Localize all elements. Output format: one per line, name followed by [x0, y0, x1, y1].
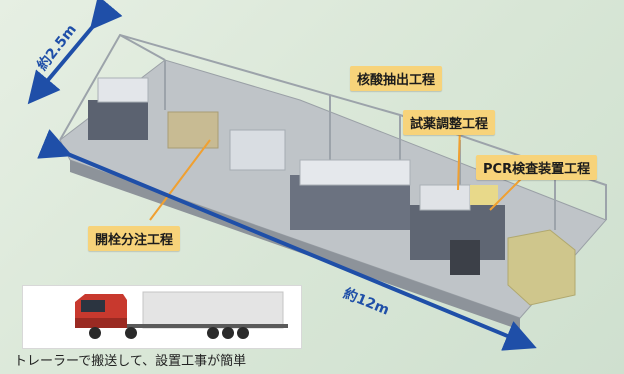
label-pcr-inspection: PCR検査装置工程 — [476, 155, 598, 180]
label-cap-opening-dispensing: 開栓分注工程 — [88, 226, 181, 251]
label-nucleic-acid-extraction: 核酸抽出工程 — [350, 66, 443, 91]
label-reagent-preparation: 試薬調整工程 — [403, 110, 496, 135]
trailer-caption: トレーラーで搬送して、設置工事が簡単 — [14, 354, 247, 369]
length-arrow — [37, 129, 537, 351]
trailer-illustration-panel — [22, 285, 302, 349]
width-arrow — [27, 0, 123, 105]
truck-icon — [75, 291, 288, 339]
